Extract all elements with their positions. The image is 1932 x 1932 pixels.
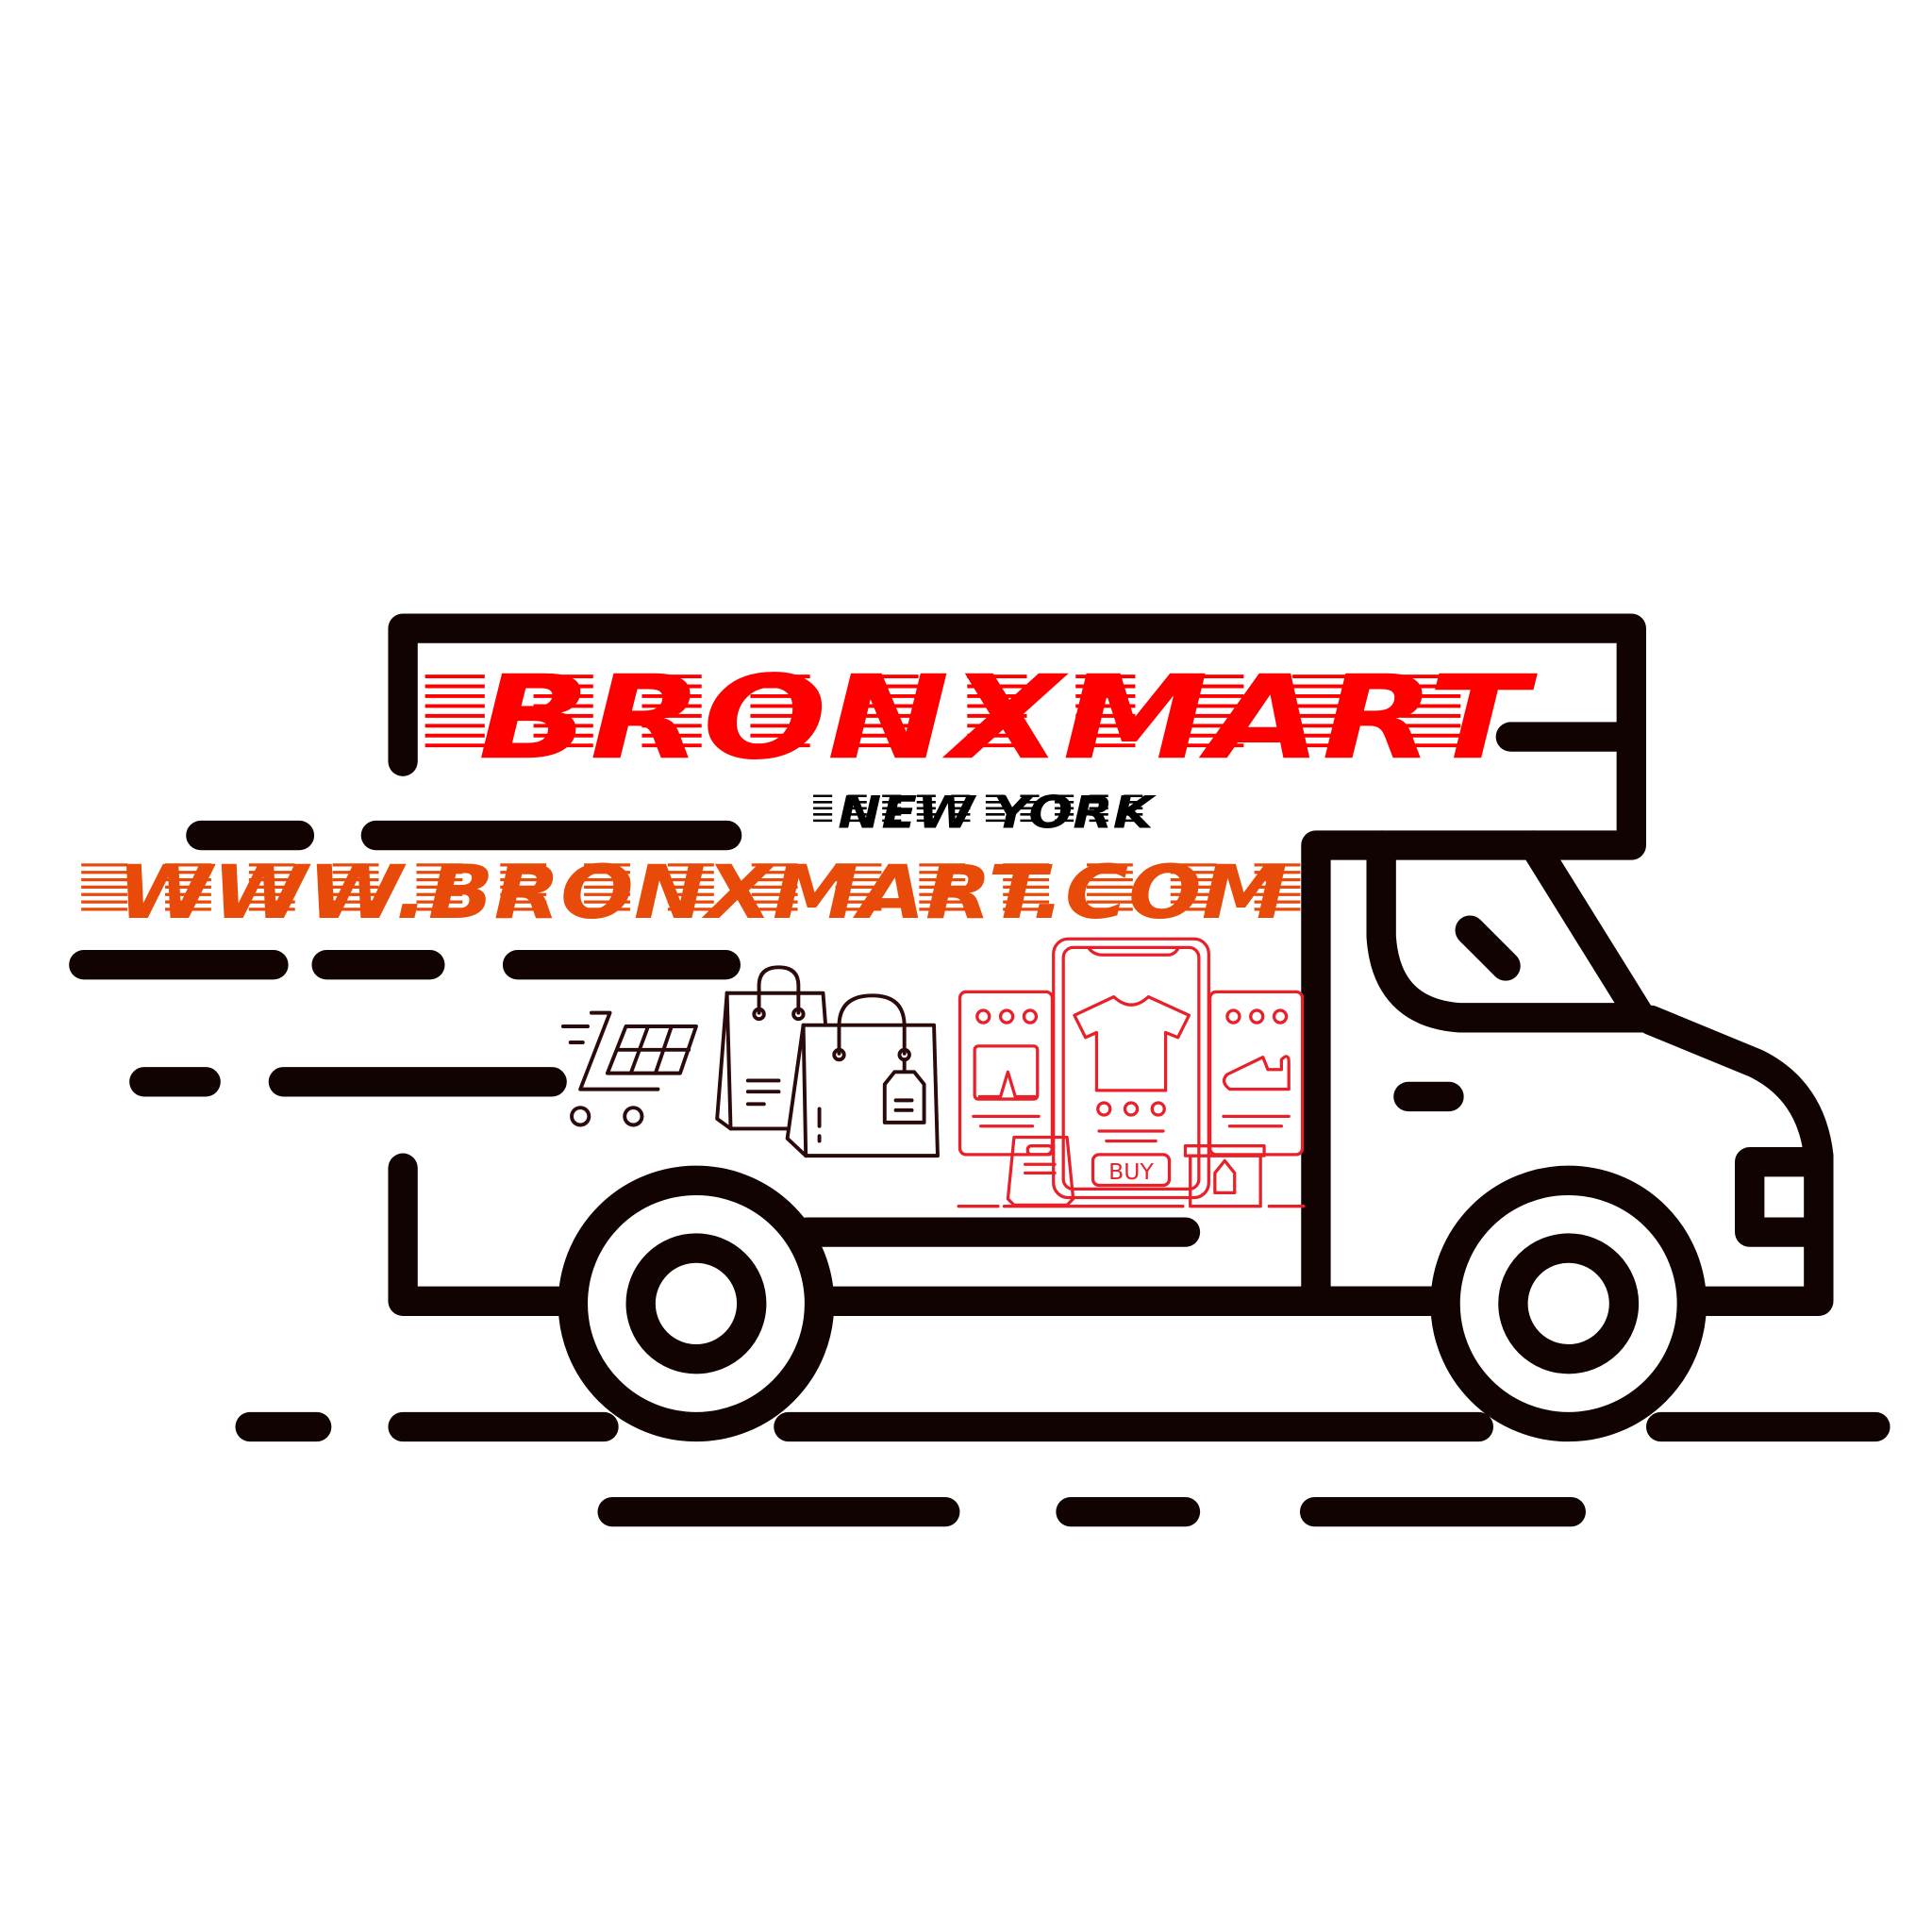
website-text: WWW.BRONXMART.COM	[117, 850, 1288, 936]
wheel-rear	[558, 1165, 835, 1442]
location-text: NEW YORK	[838, 788, 1158, 840]
online-store-phone-icon: BUY	[957, 937, 1306, 1208]
shopping-bags-icon	[715, 965, 940, 1158]
brand-name: BRONXMART	[478, 650, 1538, 785]
shopping-cart-icon	[560, 1010, 698, 1127]
truck-outline	[388, 613, 1890, 1442]
buy-label: BUY	[1108, 1158, 1154, 1185]
speed-lines	[69, 820, 1586, 1527]
wheel-front	[1430, 1165, 1707, 1442]
speed-stripes	[81, 675, 1461, 911]
